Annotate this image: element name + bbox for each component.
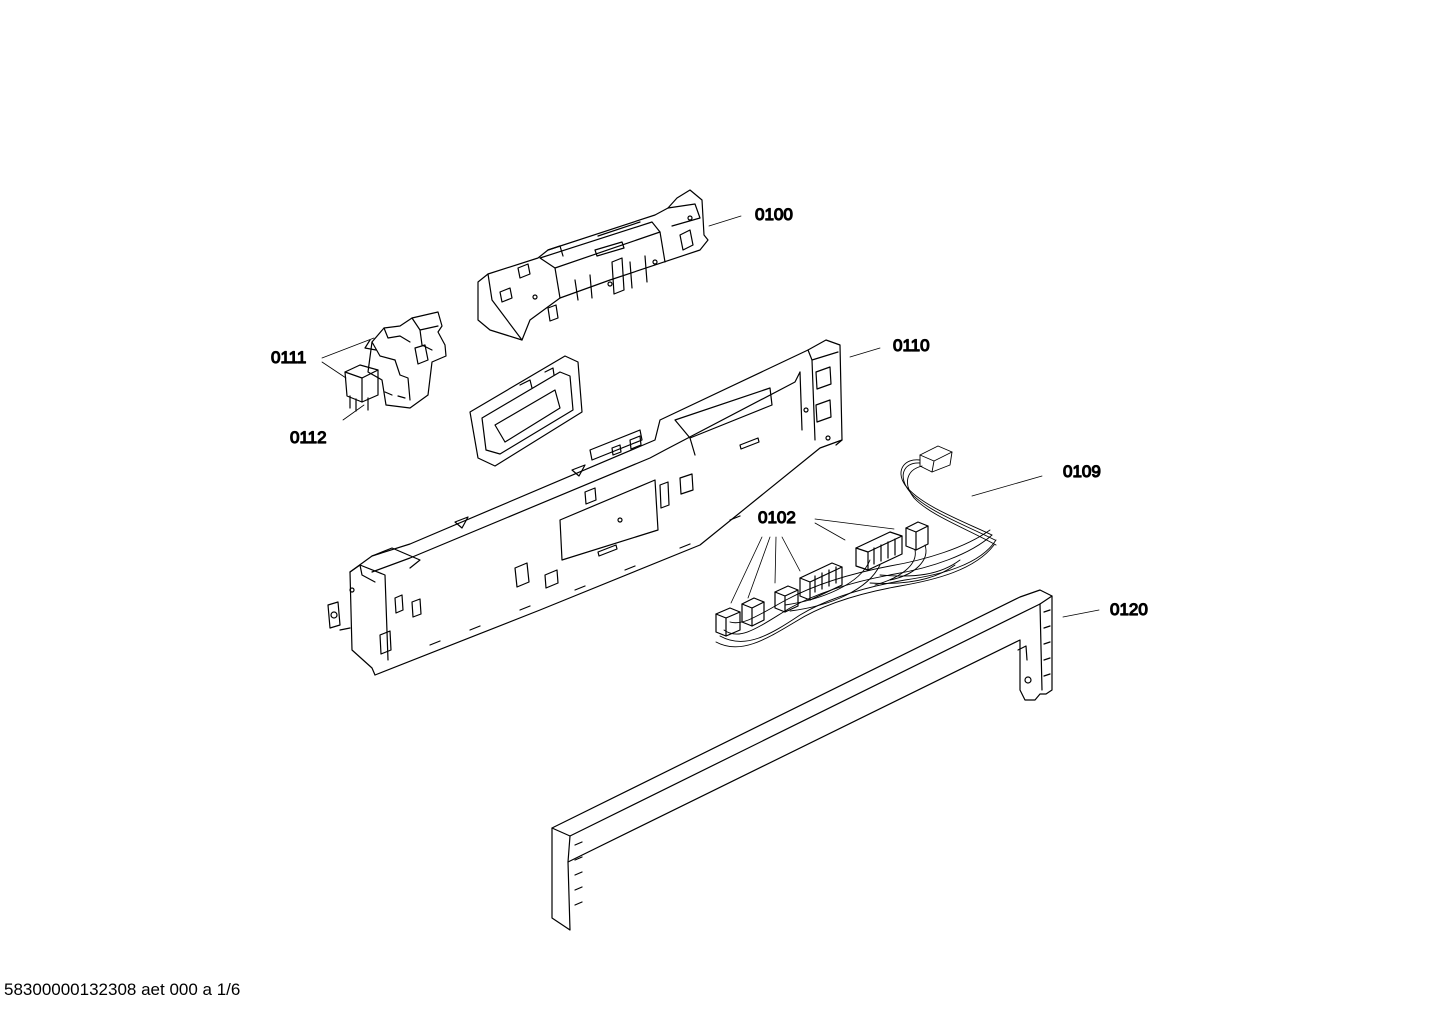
part-0111-switch <box>364 311 447 409</box>
document-reference-footer: 58300000132308 aet 000 a 1/6 <box>4 980 241 999</box>
callout-0111: 0111 <box>271 348 306 367</box>
part-0112-block <box>344 364 379 412</box>
part-0120-trim-strip <box>551 589 1053 931</box>
callout-labels: 0100 0110 0111 0112 0109 0102 0120 <box>270 204 1148 619</box>
callout-0100: 0100 <box>755 205 793 224</box>
callout-0109: 0109 <box>1063 462 1101 481</box>
callout-0102: 0102 <box>758 508 796 527</box>
display-window-frame <box>469 355 583 467</box>
callout-0110: 0110 <box>893 336 930 355</box>
leader-lines <box>321 215 1100 618</box>
part-0102-connectors <box>715 521 929 637</box>
callout-0120: 0120 <box>1110 600 1148 619</box>
part-0100-control-module <box>477 189 709 341</box>
part-0110-fascia-frame <box>327 339 843 676</box>
callout-0112: 0112 <box>290 428 327 447</box>
